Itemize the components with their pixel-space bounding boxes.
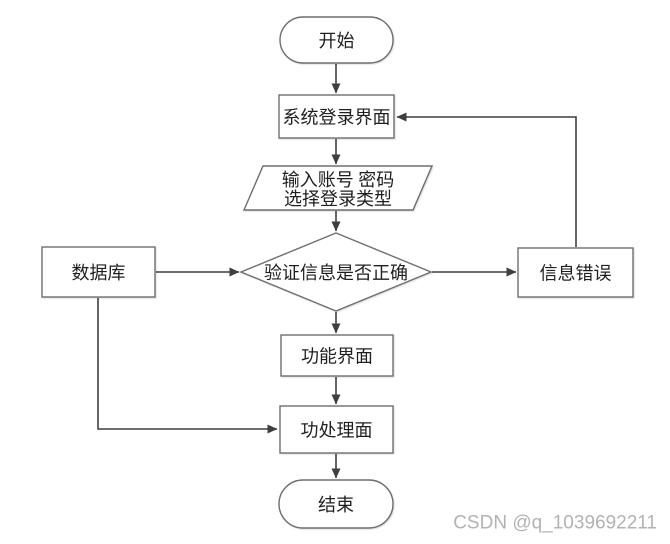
node-verify: 验证信息是否正确 [239, 232, 433, 312]
edge-error-to-login [396, 112, 577, 247]
input-label-line2: 选择登录类型 [284, 189, 392, 209]
error-process-shape [517, 247, 634, 298]
start-label: 开始 [319, 31, 355, 51]
login-label: 系统登录界面 [283, 108, 391, 128]
function-label: 功能界面 [301, 347, 373, 367]
end-label: 结束 [318, 495, 354, 515]
edge-database-to-process [97, 298, 278, 434]
node-function: 功能界面 [280, 334, 394, 377]
node-start: 开始 [279, 16, 394, 64]
node-input: 输入账号 密码 选择登录类型 [242, 165, 434, 211]
function-process-shape [280, 334, 394, 377]
connectors [97, 64, 577, 479]
node-end: 结束 [278, 479, 394, 529]
start-terminator-shape [279, 16, 394, 64]
node-database: 数据库 [41, 246, 156, 298]
csdn-watermark: CSDN @q_1039692211 [453, 513, 657, 534]
login-process-shape [278, 94, 395, 139]
input-label-line1: 输入账号 密码 [282, 170, 395, 190]
process-shape [279, 405, 394, 454]
node-error: 信息错误 [517, 247, 634, 298]
process-label: 功处理面 [301, 421, 373, 441]
node-login: 系统登录界面 [278, 94, 395, 139]
error-label: 信息错误 [540, 264, 612, 284]
end-terminator-shape [278, 479, 394, 529]
input-parallelogram-shape [242, 165, 434, 211]
database-process-shape [41, 246, 156, 298]
node-process: 功处理面 [279, 405, 394, 454]
database-label: 数据库 [72, 263, 126, 283]
verify-decision-shape [239, 232, 433, 312]
verify-label: 验证信息是否正确 [264, 263, 408, 283]
